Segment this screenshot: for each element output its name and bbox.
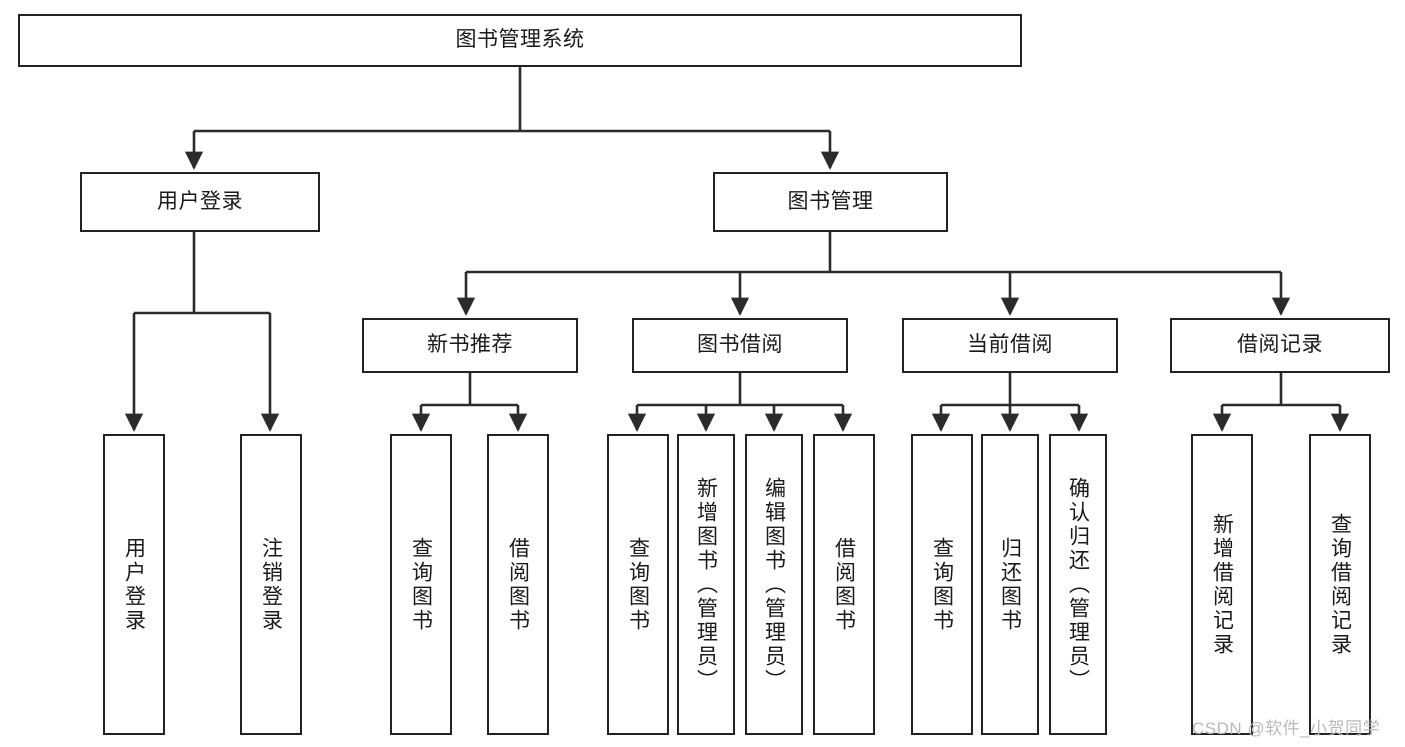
- node-current-borrow[interactable]: 当前借阅: [902, 318, 1118, 373]
- node-leaf-confirm-return-admin[interactable]: 确认归还（管理员）: [1049, 434, 1107, 735]
- node-leaf-borrow-book-recommend[interactable]: 借阅图书: [487, 434, 549, 735]
- node-leaf-query-book-recommend[interactable]: 查询图书: [390, 434, 452, 735]
- connectors-borrowbook-to-children: [627, 373, 853, 432]
- node-label-new-book-recommend: 新书推荐: [427, 333, 513, 357]
- node-leaf-user-login[interactable]: 用户登录: [103, 434, 165, 735]
- node-leaf-query-book-current[interactable]: 查询图书: [911, 434, 973, 735]
- node-leaf-logout[interactable]: 注销登录: [240, 434, 302, 735]
- node-label-leaf-add-borrow-record: 新增借阅记录: [1210, 512, 1234, 657]
- node-leaf-edit-book-admin[interactable]: 编辑图书（管理员）: [745, 434, 803, 735]
- node-label-leaf-borrow-book: 借阅图书: [832, 536, 856, 633]
- node-label-leaf-query-book-recommend: 查询图书: [409, 536, 433, 633]
- connectors-newbook-to-children: [411, 373, 528, 432]
- node-user-login[interactable]: 用户登录: [80, 172, 320, 232]
- node-borrow-record[interactable]: 借阅记录: [1170, 318, 1390, 373]
- connectors-borrowrecord-to-children: [1212, 373, 1350, 432]
- node-label-book-management: 图书管理: [787, 189, 874, 213]
- node-leaf-borrow-book[interactable]: 借阅图书: [813, 434, 875, 735]
- connectors-root-to-level2: [184, 66, 840, 170]
- node-label-leaf-user-login: 用户登录: [122, 536, 146, 633]
- node-new-book-recommend[interactable]: 新书推荐: [362, 318, 578, 373]
- node-label-current-borrow: 当前借阅: [967, 333, 1053, 357]
- node-leaf-query-book-borrow[interactable]: 查询图书: [607, 434, 669, 735]
- node-leaf-add-book-admin[interactable]: 新增图书（管理员）: [677, 434, 735, 735]
- node-leaf-query-borrow-record[interactable]: 查询借阅记录: [1309, 434, 1371, 735]
- node-leaf-add-borrow-record[interactable]: 新增借阅记录: [1191, 434, 1253, 735]
- node-label-leaf-query-book-current: 查询图书: [930, 536, 954, 633]
- node-label-user-login: 用户登录: [157, 189, 243, 213]
- connectors-booklogin-to-children: [124, 232, 280, 432]
- node-label-leaf-logout: 注销登录: [259, 536, 283, 633]
- node-label-borrow-record: 借阅记录: [1237, 333, 1323, 357]
- connectors-currentborrow-to-children: [931, 373, 1089, 432]
- node-leaf-return-book[interactable]: 归还图书: [981, 434, 1039, 735]
- node-book-borrow[interactable]: 图书借阅: [632, 318, 848, 373]
- connectors-bookmanage-to-level3: [456, 232, 1291, 316]
- node-label-book-borrow: 图书借阅: [697, 333, 783, 357]
- node-label-leaf-return-book: 归还图书: [998, 536, 1022, 633]
- node-root-book-management-system[interactable]: 图书管理系统: [18, 14, 1022, 67]
- node-label-leaf-borrow-book-recommend: 借阅图书: [506, 536, 530, 633]
- node-book-management[interactable]: 图书管理: [713, 172, 948, 232]
- node-label-leaf-query-borrow-record: 查询借阅记录: [1328, 512, 1352, 657]
- node-label-root: 图书管理系统: [455, 28, 585, 52]
- node-label-leaf-confirm-return-admin: 确认归还（管理员）: [1066, 476, 1090, 693]
- node-label-leaf-query-book-borrow: 查询图书: [626, 536, 650, 633]
- node-label-leaf-add-book-admin: 新增图书（管理员）: [694, 476, 718, 693]
- node-label-leaf-edit-book-admin: 编辑图书（管理员）: [762, 476, 786, 693]
